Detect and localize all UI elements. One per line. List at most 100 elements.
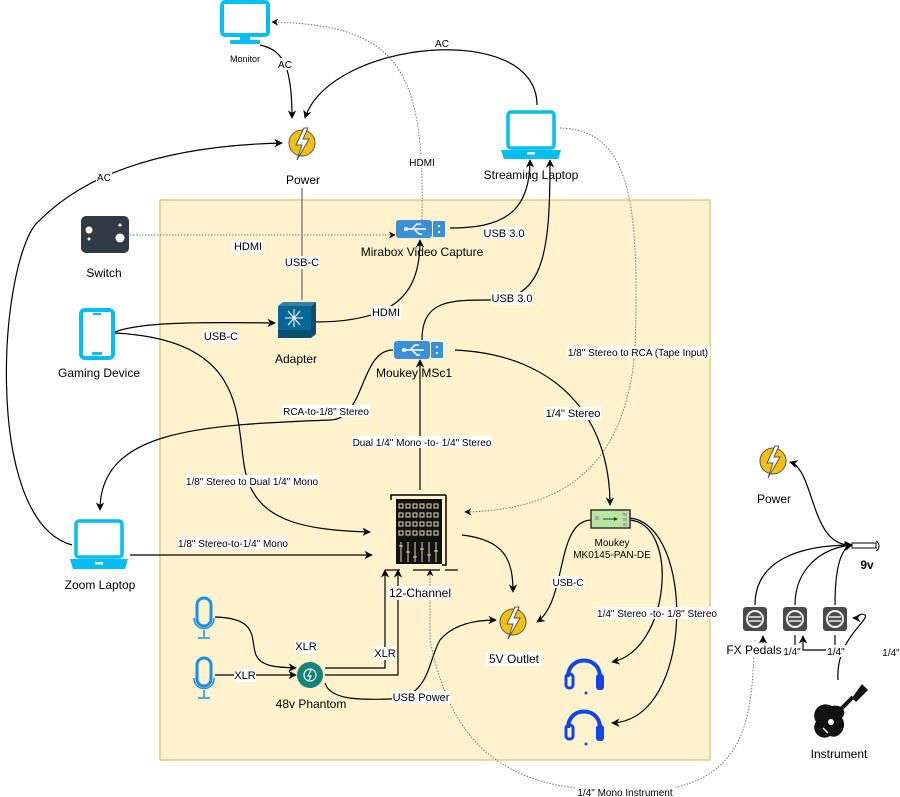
node-phantom[interactable]: 48v Phantom: [276, 662, 347, 711]
pedal-icon: [783, 607, 807, 631]
audio-converter-icon: [590, 509, 631, 529]
edge-adapter-mirabox: [314, 239, 425, 323]
edge-phantom-outlet: [324, 615, 497, 700]
label-zoom-mono: 1/8" Stereo-to-1/4" Mono: [178, 539, 288, 550]
node-switch[interactable]: Switch: [81, 216, 129, 280]
edge-pedal1-9v: [754, 540, 853, 606]
node-moukey-pan[interactable]: Moukey MK0145-PAN-DE: [573, 509, 651, 561]
node-streaming-laptop[interactable]: Streaming Laptop: [484, 110, 579, 182]
label-monitor-ac: AC: [278, 60, 292, 71]
microphone-icon: [193, 596, 215, 639]
edge-pedals-mixer-mono: [426, 569, 756, 792]
label-switch-hdmi: HDMI: [234, 241, 262, 253]
edge-phantom-mixer-2: [325, 569, 403, 676]
moukey-msc1-label: Moukey MSc1: [376, 366, 452, 380]
label-stereo-dual-mono: 1/8" Stereo to Dual 1/4" Mono: [186, 477, 319, 488]
edge-gaming-adapter: [114, 318, 276, 333]
edge-phantom-mixer-1: [325, 569, 390, 669]
power-right-label: Power: [757, 492, 791, 506]
edge-gaming-mixer: [114, 332, 371, 536]
node-5v-outlet[interactable]: 5V Outlet: [486, 606, 542, 666]
edge-mirabox-monitor-hdmi: [271, 18, 423, 221]
label-xlr2: XLR: [234, 670, 255, 682]
fx-pedals-label: FX Pedals: [726, 643, 781, 657]
node-power-right[interactable]: Power: [757, 445, 791, 506]
node-mixer[interactable]: 12-Channel: [385, 494, 458, 600]
edge-pan-headphone1: [611, 519, 663, 665]
power-icon: [499, 606, 527, 640]
label-rca-stereo: RCA-to-1/8" Stereo: [283, 407, 369, 418]
edge-zoom-power: [5, 138, 283, 546]
node-gaming-device[interactable]: Gaming Device: [58, 308, 140, 380]
headphones-icon: [564, 658, 604, 695]
headphones-icon: [564, 709, 604, 746]
pedal-icon: [823, 607, 847, 631]
label-pan-usbc: USB-C: [552, 578, 583, 589]
usb-device-icon: [396, 220, 445, 238]
label-instrument-q: 1/4": [882, 648, 900, 659]
edge-mic1-phantom: [214, 616, 297, 672]
label-zoom-ac: AC: [97, 173, 111, 184]
label-hdmi-monitor: HDMI: [409, 158, 435, 169]
label-mirabox-usb3: USB 3.0: [484, 228, 525, 240]
game-controller-icon: [81, 216, 129, 253]
label-usb-power: USB Power: [393, 692, 450, 704]
nine-volt-cable: [851, 542, 877, 549]
node-monitor[interactable]: Monitor: [220, 0, 270, 64]
moukey-pan-label-line2: MK0145-PAN-DE: [573, 550, 651, 561]
power-icon: [288, 127, 316, 161]
node-zoom-laptop[interactable]: Zoom Laptop: [65, 519, 136, 592]
phone-icon: [79, 308, 115, 360]
node-mirabox[interactable]: Mirabox Video Capture: [361, 220, 484, 259]
edge-msc1-pan: [454, 349, 615, 506]
label-gaming-usbc: USB-C: [204, 331, 238, 343]
edge-pan-headphone2: [611, 517, 678, 727]
label-quarter-stereo: 1/4" Stereo: [546, 408, 601, 420]
edge-msc1-zoom: [95, 349, 394, 511]
monitor-icon: [220, 0, 270, 44]
monitor-label: Monitor: [230, 54, 260, 64]
phantom-power-icon: [297, 662, 323, 688]
node-instrument[interactable]: Instrument: [811, 684, 868, 761]
edge-9v-power: [789, 460, 851, 546]
gaming-device-label: Gaming Device: [58, 366, 140, 380]
node-adapter[interactable]: Adapter: [275, 302, 317, 366]
switch-label: Switch: [86, 266, 121, 280]
edge-monitor-power: [259, 44, 297, 119]
mirabox-label: Mirabox Video Capture: [361, 245, 484, 259]
streaming-laptop-label: Streaming Laptop: [484, 168, 579, 182]
label-pedal-q1: 1/4": [783, 647, 801, 658]
pedal-icon: [743, 607, 767, 631]
laptop-icon: [501, 110, 561, 159]
edge-pan-outlet: [536, 519, 593, 623]
label-power-usbc: USB-C: [285, 257, 319, 269]
edge-labels: AC AC AC HDMI: [96, 37, 450, 184]
node-fx-pedals[interactable]: FX Pedals: [726, 607, 847, 657]
zoom-laptop-label: Zoom Laptop: [65, 578, 136, 592]
phantom-label: 48v Phantom: [276, 697, 347, 711]
edge-mirabox-laptop: [449, 159, 535, 229]
label-xlr1: XLR: [295, 641, 316, 653]
label-dual-mono: Dual 1/4" Mono -to- 1/4" Stereo: [353, 438, 492, 449]
label-pedal-q2: 1/4": [827, 647, 845, 658]
node-power-top[interactable]: Power: [286, 127, 320, 187]
mixer-label: 12-Channel: [389, 586, 451, 600]
label-msc1-usb3: USB 3.0: [492, 293, 533, 305]
label-mono-instrument: 1/4" Mono Instrument: [577, 788, 672, 797]
power-icon: [759, 445, 787, 479]
label-tape-input: 1/8" Stereo to RCA (Tape Input): [568, 348, 708, 359]
edge-mixer-outlet: [461, 534, 518, 593]
label-adapter-hdmi: HDMI: [372, 307, 400, 319]
power-top-label: Power: [286, 173, 320, 187]
label-headphone-stereo: 1/4" Stereo -to- 1/8" Stereo: [597, 609, 717, 620]
label-xlr3: XLR: [374, 648, 395, 660]
laptop-icon: [70, 519, 128, 569]
node-moukey-msc1[interactable]: Moukey MSc1: [376, 341, 452, 380]
guitar-icon: [814, 684, 868, 738]
instrument-label: Instrument: [811, 747, 868, 761]
adapter-label: Adapter: [275, 352, 317, 366]
microphone-icon: [193, 656, 215, 699]
mixer-icon: [385, 494, 458, 571]
nine-volt-label: 9v: [860, 558, 874, 572]
